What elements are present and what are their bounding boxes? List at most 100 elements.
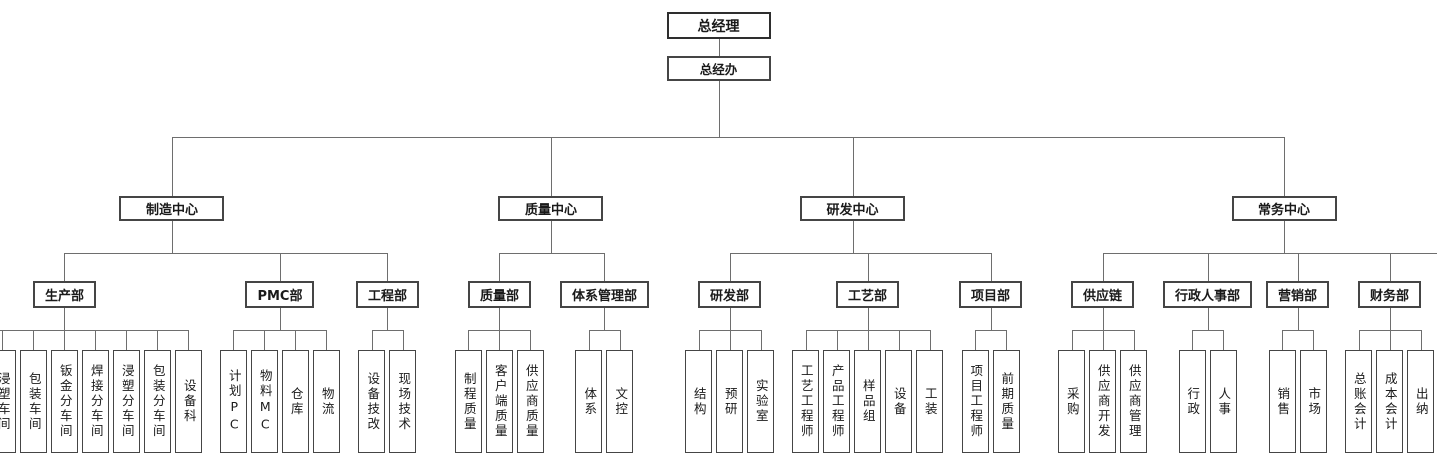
org-node-box: 设备科 bbox=[174, 350, 202, 453]
org-branch: 质量中心质量部制程质量客户端质量供应商质量 体系管理部体系文控 bbox=[436, 137, 668, 453]
org-node-label: 设备 bbox=[891, 386, 907, 417]
org-node-label: 供应商管理 bbox=[1126, 364, 1142, 439]
org-branch: 项目工程师 bbox=[960, 330, 992, 453]
org-node-box: 行政 bbox=[1178, 350, 1206, 453]
org-node-label: 财务部 bbox=[1370, 289, 1410, 304]
org-branch: 包装分车间 bbox=[141, 330, 174, 453]
org-branch: 行政 bbox=[1177, 330, 1209, 453]
org-node-box: 钣金分车间 bbox=[50, 350, 78, 453]
org-node-label: 结构 bbox=[691, 386, 707, 417]
org-node-box: 研发中心 bbox=[800, 196, 905, 221]
org-node-label: 制程质量 bbox=[461, 371, 477, 432]
org-node-label: 市场 bbox=[1306, 386, 1322, 417]
org-children-group: 供应链采购供应商开发供应商管理行政人事部行政人事营销部销售市场财务部总账会计成本… bbox=[1049, 221, 1437, 453]
org-branch: 行政人事部行政人事 bbox=[1156, 253, 1261, 453]
org-node-box: 文控 bbox=[606, 350, 634, 453]
org-node-label: 设备技改 bbox=[365, 371, 381, 432]
org-branch: 物流 bbox=[310, 330, 342, 453]
org-branch: 供应商质量 bbox=[514, 330, 546, 453]
org-node-label: 出纳 bbox=[1413, 386, 1429, 417]
org-node-box: 项目部 bbox=[959, 281, 1023, 308]
org-branch: 工程部设备技改现场技术 bbox=[348, 253, 426, 453]
org-branch: 出纳 bbox=[1405, 330, 1436, 453]
org-children-group: 体系文控 bbox=[573, 308, 635, 453]
org-children-group: 工艺工程师产品工程师样品组设备工装 bbox=[790, 308, 945, 453]
org-node-label: 总账会计 bbox=[1351, 371, 1367, 432]
org-node-label: 生产部 bbox=[44, 289, 84, 304]
org-branch: 营销部销售市场 bbox=[1259, 253, 1338, 453]
org-branch: 仓库 bbox=[279, 330, 312, 453]
org-node-box: 包装车间 bbox=[19, 350, 47, 453]
org-node-box: 市场 bbox=[1299, 350, 1327, 453]
org-node-box: 销售 bbox=[1268, 350, 1296, 453]
org-node-label: 样品组 bbox=[860, 379, 876, 424]
org-node-box: 预研 bbox=[716, 350, 743, 453]
org-branch: 工艺部工艺工程师产品工程师样品组设备工装 bbox=[783, 253, 953, 453]
org-branch: 质量部制程质量客户端质量供应商质量 bbox=[446, 253, 554, 453]
org-node-label: 销售 bbox=[1275, 386, 1291, 417]
org-node-label: 包装分车间 bbox=[150, 364, 166, 439]
org-node-box: 现场技术 bbox=[389, 350, 417, 453]
org-branch: 供应链采购供应商开发供应商管理 bbox=[1049, 253, 1158, 453]
org-branch: 工艺工程师 bbox=[790, 330, 822, 453]
org-node-box: 行政人事部 bbox=[1163, 281, 1253, 308]
org-node-label: 现场技术 bbox=[396, 371, 412, 432]
org-node-box: 财务部 bbox=[1358, 281, 1422, 308]
org-node-box: 结构 bbox=[685, 350, 712, 453]
org-branch: 结构 bbox=[683, 330, 715, 453]
org-children-group: 结构预研实验室 bbox=[683, 308, 776, 453]
org-node-box: 成本会计 bbox=[1376, 350, 1404, 453]
org-node-label: PMC部 bbox=[257, 289, 303, 304]
org-node-label: 供应商开发 bbox=[1095, 364, 1111, 439]
org-branch: 制程质量 bbox=[453, 330, 485, 453]
org-node-label: 研发中心 bbox=[826, 203, 879, 218]
org-branch: 销售 bbox=[1267, 330, 1299, 453]
org-node-label: 质量部 bbox=[479, 289, 519, 304]
org-node-box: 研发部 bbox=[697, 281, 761, 308]
org-chart-root: 总经理总经办制造中心生产部钣金车间焊接车间浸塑车间包装车间钣金分车间焊接分车间浸… bbox=[0, 12, 1437, 453]
org-branch: 预研 bbox=[714, 330, 746, 453]
org-node-box: 工艺工程师 bbox=[792, 350, 819, 453]
org-node-box: 总账会计 bbox=[1345, 350, 1373, 453]
org-node-label: 设备科 bbox=[181, 379, 197, 424]
org-node-label: 体系管理部 bbox=[571, 289, 637, 304]
org-branch: 设备 bbox=[883, 330, 915, 453]
org-node-label: 钣金分车间 bbox=[57, 364, 73, 439]
org-branch: 供应商管理 bbox=[1118, 330, 1149, 453]
org-node-label: 营销部 bbox=[1278, 289, 1318, 304]
org-branch: 物料MC bbox=[248, 330, 281, 453]
org-node-box: 质量中心 bbox=[498, 196, 604, 221]
org-children-group: 生产部钣金车间焊接车间浸塑车间包装车间钣金分车间焊接分车间浸塑分车间包装分车间设… bbox=[0, 221, 426, 453]
org-node-box: 供应商开发 bbox=[1089, 350, 1117, 453]
org-children-group: 设备技改现场技术 bbox=[356, 308, 418, 453]
org-branch: 焊接分车间 bbox=[79, 330, 112, 453]
org-node-box: 制造中心 bbox=[119, 196, 225, 221]
org-node-label: 工艺工程师 bbox=[798, 364, 814, 439]
org-node-label: 成本会计 bbox=[1382, 371, 1398, 432]
org-branch: 常务中心供应链采购供应商开发供应商管理行政人事部行政人事营销部销售市场财务部总账… bbox=[1039, 137, 1437, 453]
org-node-box: 物流 bbox=[312, 350, 340, 453]
org-branch: 财务部总账会计成本会计出纳 bbox=[1336, 253, 1437, 453]
org-node-box: 供应商质量 bbox=[516, 350, 544, 453]
org-node-box: 常务中心 bbox=[1231, 196, 1337, 221]
org-branch: 设备科 bbox=[172, 330, 204, 453]
org-node-box: 客户端质量 bbox=[485, 350, 513, 453]
org-branch: 实验室 bbox=[745, 330, 776, 453]
org-node-label: 工装 bbox=[922, 386, 938, 417]
org-branch: 工装 bbox=[914, 330, 945, 453]
org-node-box: 计划PC bbox=[219, 350, 247, 453]
org-branch: 浸塑分车间 bbox=[110, 330, 143, 453]
org-branch: 浸塑车间 bbox=[0, 330, 19, 453]
org-branch: 前期质量 bbox=[990, 330, 1022, 453]
org-children-group: 质量部制程质量客户端质量供应商质量 体系管理部体系文控 bbox=[446, 221, 656, 453]
org-branch: 生产部钣金车间焊接车间浸塑车间包装车间钣金分车间焊接分车间浸塑分车间包装分车间设… bbox=[0, 253, 212, 453]
org-node-label: 预研 bbox=[722, 386, 738, 417]
org-node-box: 体系 bbox=[575, 350, 603, 453]
org-node-label: 总经办 bbox=[699, 62, 738, 77]
org-branch: 文控 bbox=[604, 330, 635, 453]
org-node-box: 出纳 bbox=[1407, 350, 1435, 453]
org-chart: 总经理总经办制造中心生产部钣金车间焊接车间浸塑车间包装车间钣金分车间焊接分车间浸… bbox=[0, 12, 1437, 453]
org-node-label: 研发部 bbox=[709, 289, 749, 304]
org-node-box: 设备 bbox=[885, 350, 912, 453]
